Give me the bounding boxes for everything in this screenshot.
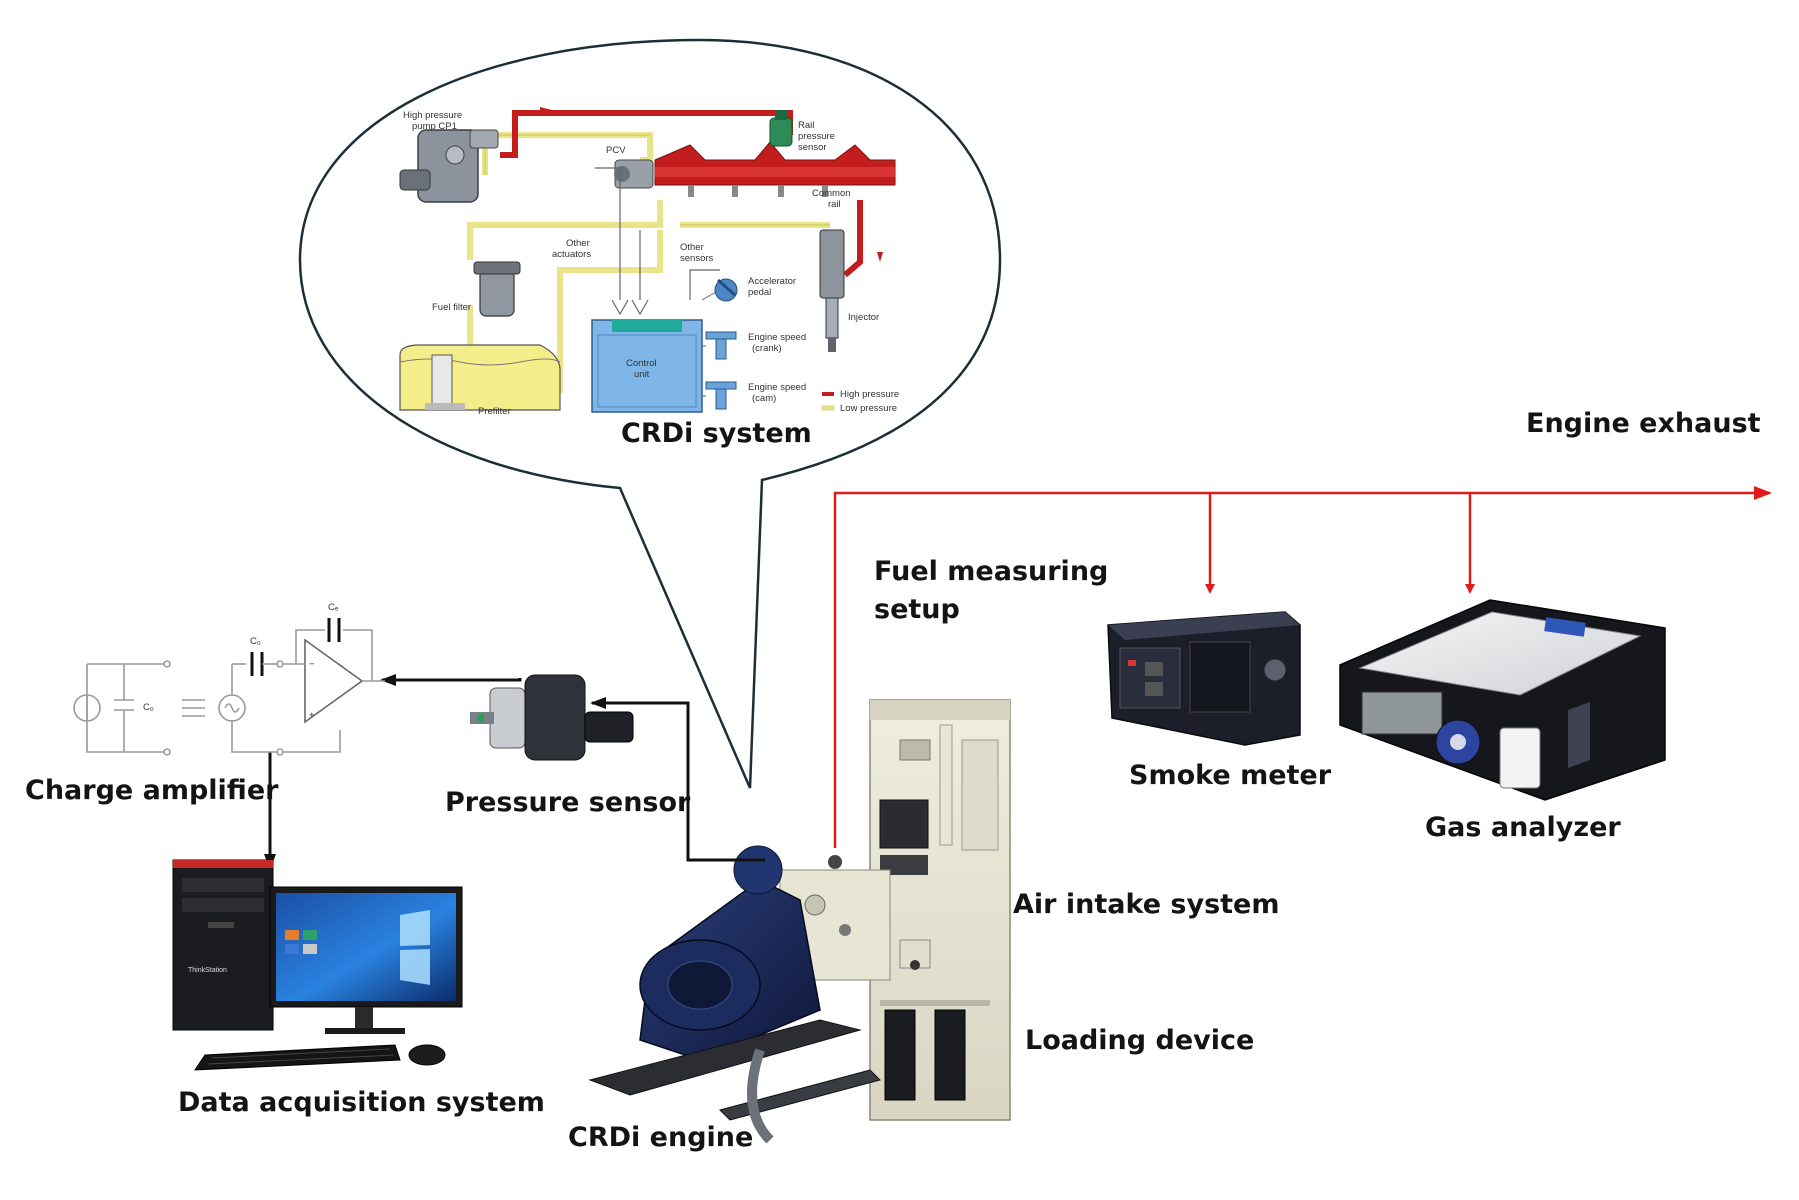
label-legend-low: Low pressure bbox=[840, 403, 897, 414]
smoke-meter bbox=[1107, 611, 1301, 746]
injector bbox=[819, 229, 845, 352]
label-common-rail-1: Common bbox=[812, 188, 851, 199]
label-accelerator-1: Accelerator bbox=[748, 276, 796, 287]
signal-arrows bbox=[595, 167, 720, 316]
label-injector: Injector bbox=[848, 312, 879, 323]
label-speed-cam-2: (cam) bbox=[752, 393, 776, 404]
pcv-valve bbox=[614, 159, 654, 189]
pressure-sensor-device bbox=[470, 674, 634, 761]
circuit-label-cs-mid: C₀ bbox=[250, 636, 261, 647]
circuit-label-cf: Cₑ bbox=[328, 602, 339, 613]
exhaust-lines bbox=[833, 486, 1772, 848]
circuit-label-plus: + bbox=[309, 710, 315, 721]
label-other-sensors-2: sensors bbox=[680, 253, 714, 264]
common-rail bbox=[654, 141, 896, 197]
label-speed-crank-1: Engine speed bbox=[748, 332, 806, 343]
signal-lines bbox=[264, 674, 765, 870]
label-data-acquisition: Data acquisition system bbox=[178, 1087, 545, 1118]
circuit-label-cs-left: C₀ bbox=[143, 702, 154, 713]
label-speed-cam-1: Engine speed bbox=[748, 382, 806, 393]
label-other-actuators-1: Other bbox=[566, 238, 590, 249]
high-pressure-pump bbox=[399, 129, 499, 203]
label-common-rail-2: rail bbox=[828, 199, 841, 210]
label-hp-pump-2: pump CP1 bbox=[412, 121, 457, 132]
label-other-actuators-2: actuators bbox=[552, 249, 591, 260]
label-crdi-system: CRDi system bbox=[621, 418, 812, 449]
control-unit bbox=[591, 319, 703, 413]
label-legend-high: High pressure bbox=[840, 389, 899, 400]
label-rail-pressure-1: Rail bbox=[798, 120, 814, 131]
fuel-filter bbox=[473, 261, 521, 317]
label-pressure-sensor: Pressure sensor bbox=[445, 787, 691, 818]
label-rail-pressure-3: sensor bbox=[798, 142, 827, 153]
label-pcv: PCV bbox=[606, 145, 626, 156]
label-gas-analyzer: Gas analyzer bbox=[1425, 812, 1621, 843]
legend-low-swatch bbox=[821, 405, 835, 411]
label-control-unit-2: unit bbox=[634, 369, 650, 380]
charge-amplifier-circuit bbox=[73, 618, 385, 756]
label-smoke-meter: Smoke meter bbox=[1129, 760, 1332, 791]
label-air-intake: Air intake system bbox=[1013, 889, 1280, 920]
label-accelerator-2: pedal bbox=[748, 287, 771, 298]
label-fuel-measuring-1: Fuel measuring bbox=[874, 556, 1108, 587]
engine-speed-crank bbox=[705, 331, 737, 360]
accelerator-pedal bbox=[714, 278, 738, 302]
engine-speed-cam bbox=[705, 381, 737, 410]
legend-high-swatch bbox=[822, 392, 834, 396]
label-other-sensors-1: Other bbox=[680, 242, 704, 253]
circuit-label-minus: − bbox=[309, 659, 315, 670]
fuel-tank bbox=[399, 344, 561, 411]
data-acquisition-pc: ThinkStation bbox=[172, 859, 463, 1071]
rail-pressure-sensor bbox=[769, 110, 793, 147]
gas-analyzer bbox=[1339, 599, 1666, 801]
label-speed-crank-2: (crank) bbox=[752, 343, 782, 354]
label-crdi-engine: CRDi engine bbox=[568, 1122, 753, 1153]
label-control-unit-1: Control bbox=[626, 358, 657, 369]
label-fuel-measuring-2: setup bbox=[874, 594, 960, 625]
crdi-engine-testbed bbox=[588, 699, 1011, 1144]
pc-brand-text: ThinkStation bbox=[188, 967, 227, 974]
label-loading-device: Loading device bbox=[1025, 1025, 1254, 1056]
label-hp-pump-1: High pressure bbox=[403, 110, 462, 121]
label-rail-pressure-2: pressure bbox=[798, 131, 835, 142]
label-prefilter: Prefilter bbox=[478, 406, 511, 417]
label-charge-amplifier: Charge amplifier bbox=[25, 775, 279, 806]
label-engine-exhaust: Engine exhaust bbox=[1526, 408, 1761, 439]
label-fuel-filter: Fuel filter bbox=[432, 302, 471, 313]
crdi-schematic: High pressure pump CP1 PCV Rail pressure… bbox=[399, 107, 899, 417]
pc-mouse bbox=[408, 1044, 446, 1066]
